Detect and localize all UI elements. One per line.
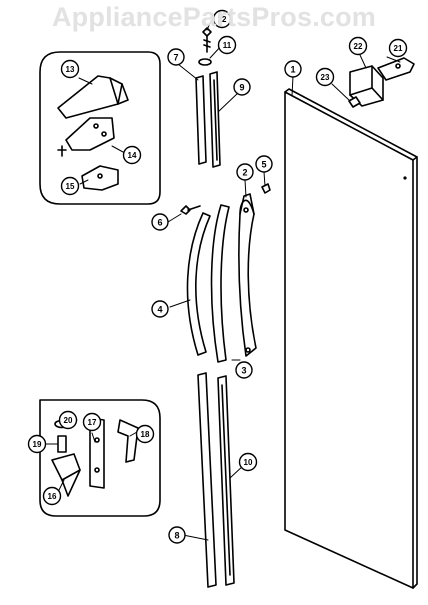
hinge-shim: [348, 96, 361, 108]
callout-8: 8: [168, 526, 186, 544]
callout-5: 5: [255, 155, 273, 173]
svg-text:23: 23: [321, 73, 330, 82]
callout-19: 19: [27, 434, 47, 454]
svg-text:12: 12: [218, 15, 227, 24]
callout-12: 12: [212, 9, 232, 29]
screw-part: [202, 27, 212, 53]
callout-14: 14: [122, 145, 142, 165]
callout-10: 10: [238, 452, 258, 472]
svg-text:14: 14: [128, 151, 137, 160]
callout-23: 23: [315, 67, 335, 87]
detail-circle-upper: [39, 51, 161, 205]
callout-20: 20: [58, 410, 78, 430]
callout-11: 11: [217, 35, 237, 55]
screw-part: [261, 183, 271, 194]
callout-18: 18: [135, 424, 155, 444]
callout-13: 13: [60, 59, 80, 79]
svg-text:8: 8: [174, 531, 179, 541]
svg-text:19: 19: [33, 440, 42, 449]
callout-6: 6: [151, 213, 169, 231]
hinge-cover: [349, 65, 384, 107]
svg-text:18: 18: [141, 430, 150, 439]
svg-text:20: 20: [64, 416, 73, 425]
svg-text:11: 11: [223, 41, 232, 50]
svg-text:4: 4: [157, 305, 162, 315]
callout-4: 4: [151, 300, 169, 318]
callout-15: 15: [60, 176, 80, 196]
watermark-text: AppliancePartsPros.com: [51, 2, 376, 32]
door-handle: [186, 193, 257, 363]
lower-trim-strip: [197, 372, 235, 588]
svg-text:1: 1: [290, 65, 295, 75]
svg-text:7: 7: [173, 53, 178, 63]
callout-3: 3: [235, 361, 253, 379]
callout-2: 2: [236, 163, 254, 181]
callout-16: 16: [42, 486, 62, 506]
hinge-cap: [377, 57, 415, 81]
detail-circle-lower: [39, 399, 161, 517]
callout-17: 17: [82, 412, 102, 432]
svg-text:22: 22: [354, 42, 363, 51]
callout-1: 1: [284, 60, 302, 78]
svg-text:16: 16: [48, 492, 57, 501]
callout-21: 21: [388, 38, 408, 58]
svg-text:17: 17: [88, 418, 97, 427]
svg-text:2: 2: [242, 168, 247, 178]
callout-22: 22: [348, 36, 368, 56]
callout-7: 7: [167, 48, 185, 66]
washer-part: [198, 58, 212, 66]
screw-part: [180, 205, 201, 215]
upper-trim-strip: [195, 71, 221, 168]
svg-text:15: 15: [66, 182, 75, 191]
svg-text:13: 13: [66, 65, 75, 74]
svg-text:10: 10: [244, 458, 253, 467]
svg-text:6: 6: [157, 218, 162, 228]
callout-labels: 1 2 3 4 5 6 7 8 9 10 11 12 13 14 15 16 1…: [27, 9, 408, 544]
svg-text:9: 9: [239, 83, 244, 93]
svg-text:5: 5: [261, 160, 266, 170]
callout-9: 9: [233, 78, 251, 96]
svg-text:21: 21: [394, 44, 403, 53]
svg-text:3: 3: [241, 366, 246, 376]
door-panel: [284, 88, 418, 589]
